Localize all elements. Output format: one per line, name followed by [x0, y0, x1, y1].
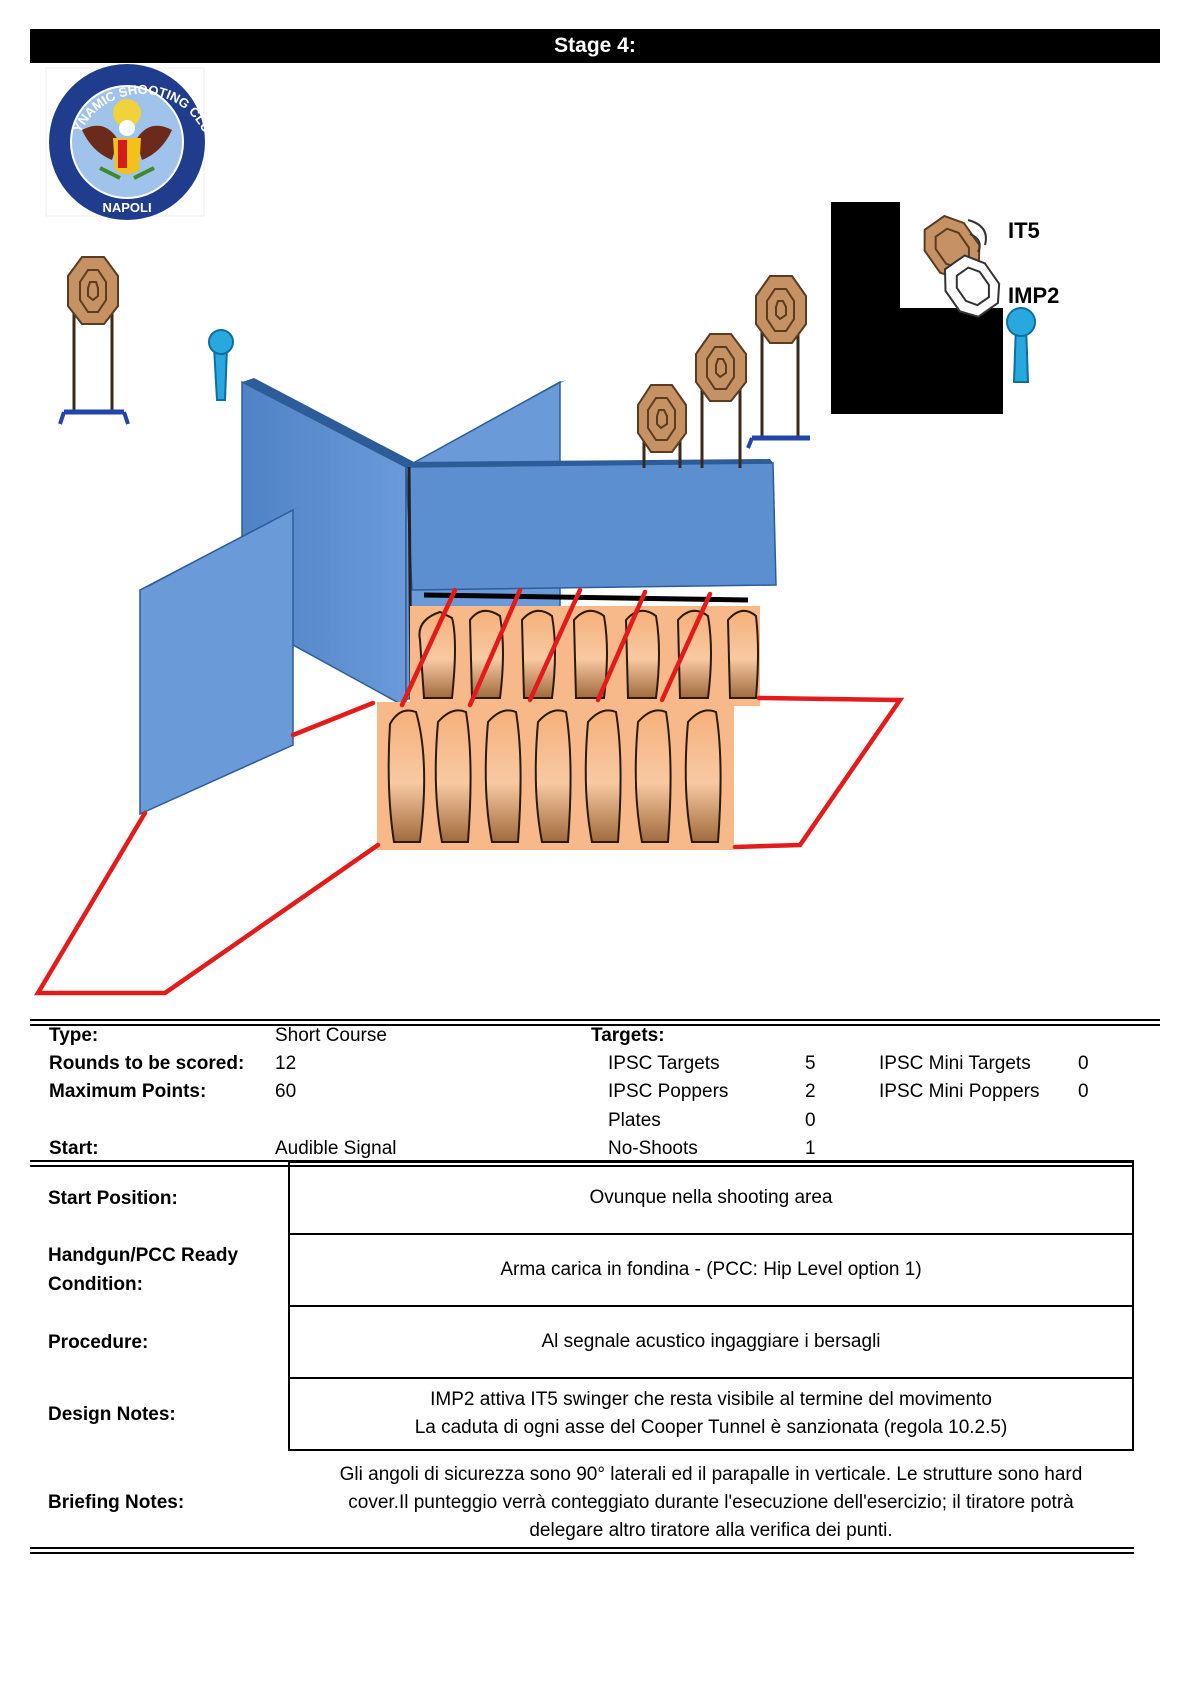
fault-lines: [34, 587, 905, 996]
label-imp2: IMP2: [1008, 283, 1059, 308]
design-notes-line: IMP2 attiva IT5 swinger che resta visibi…: [430, 1389, 992, 1410]
briefing-notes-label: Briefing Notes:: [48, 1492, 185, 1513]
targets-title: Targets:: [591, 1025, 665, 1046]
briefing-notes-value: Gli angoli di sicurezza sono 90° lateral…: [289, 1450, 1133, 1555]
swinger-structure: IT5 IMP2: [831, 202, 1059, 414]
start-position-label: Start Position:: [48, 1187, 178, 1209]
design-notes-line: La caduta di ogni asse del Cooper Tunnel…: [414, 1417, 1008, 1438]
logo-ring-bottom: NAPOLI: [102, 200, 151, 215]
target-name: IPSC Poppers: [608, 1081, 729, 1102]
type-value: Short Course: [275, 1025, 387, 1046]
rounds-label: Rounds to be scored:: [49, 1053, 245, 1074]
start-position-value: Ovunque nella shooting area: [288, 1161, 1134, 1235]
mini-target-name: IPSC Mini Poppers: [879, 1081, 1040, 1102]
rounds-value: 12: [275, 1053, 297, 1074]
target-count: 5: [805, 1053, 816, 1074]
ready-condition-label: Handgun/PCC Ready Condition:: [30, 1234, 289, 1306]
no-shoot-bar: [423, 592, 749, 603]
club-logo: DYNAMIC SHOOTING CLUB NAPOLI: [0, 0, 214, 220]
target-count: 0: [805, 1110, 816, 1131]
start-label: Start:: [49, 1138, 99, 1159]
stage-title: Stage 4:: [30, 29, 1160, 63]
cooper-tunnel-lower: [377, 702, 734, 850]
type-label: Type:: [49, 1025, 99, 1046]
target-name: Plates: [608, 1110, 661, 1131]
ipsc-target-left: [58, 256, 130, 425]
points-value: 60: [275, 1081, 297, 1102]
ready-label-line: Condition:: [48, 1274, 143, 1295]
ready-condition-value: Arma carica in fondina - (PCC: Hip Level…: [288, 1233, 1134, 1307]
ready-label-line: Handgun/PCC Ready: [48, 1245, 239, 1266]
procedure-value: Al segnale acustico ingaggiare i bersagl…: [288, 1305, 1134, 1379]
mini-target-name: IPSC Mini Targets: [879, 1053, 1031, 1074]
cooper-tunnel-upper: [410, 606, 760, 706]
target-count: 2: [805, 1081, 816, 1102]
label-it5: IT5: [1008, 218, 1040, 243]
ipsc-target-group-middle: [637, 275, 810, 468]
target-name: No-Shoots: [608, 1138, 698, 1159]
briefing-line: Gli angoli di sicurezza sono 90° lateral…: [339, 1464, 1083, 1485]
design-notes-value: IMP2 attiva IT5 swinger che resta visibi…: [288, 1377, 1134, 1451]
start-value: Audible Signal: [275, 1138, 397, 1159]
design-notes-label: Design Notes:: [48, 1403, 176, 1425]
mini-target-count: 0: [1078, 1053, 1089, 1074]
stage-details-table: Start Position: Ovunque nella shooting a…: [30, 1161, 1134, 1555]
ipsc-popper-right: [1006, 307, 1036, 383]
stage-diagram: DYNAMIC SHOOTING CLUB NAPOLI: [0, 0, 1060, 996]
target-count: 1: [805, 1138, 816, 1159]
procedure-label: Procedure:: [48, 1331, 149, 1353]
points-label: Maximum Points:: [49, 1081, 207, 1102]
briefing-line: cover.Il punteggio verrà conteggiato dur…: [348, 1492, 1074, 1513]
target-name: IPSC Targets: [608, 1053, 720, 1074]
ipsc-popper-left: [208, 329, 234, 401]
mini-target-count: 0: [1078, 1081, 1089, 1102]
briefing-line: delegare altro tiratore alla verifica de…: [529, 1520, 893, 1541]
